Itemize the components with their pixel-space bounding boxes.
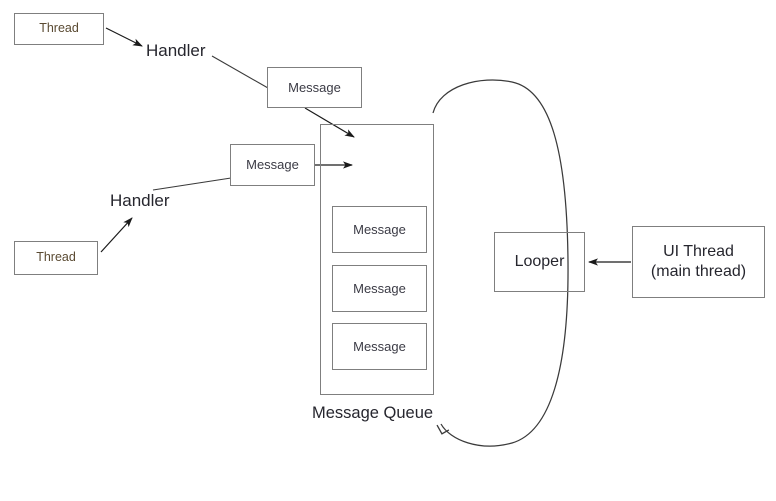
connector-thread-bottom-to-handler-bottom: [100, 217, 133, 253]
message-box-top-label: Message: [288, 79, 341, 95]
queue-message-item-1-label: Message: [353, 221, 406, 237]
message-box-mid-label: Message: [246, 157, 299, 173]
ui-thread-label-line1: UI Thread: [663, 243, 734, 261]
connector-handler-top-to-message-top: [211, 55, 269, 89]
message-queue-box[interactable]: Message Message Message: [320, 124, 434, 395]
ui-thread-label-line2: (main thread): [650, 263, 747, 280]
looper-box[interactable]: Looper: [494, 232, 585, 292]
connector-thread-top-to-handler-top: [105, 27, 143, 47]
thread-box-bottom[interactable]: Thread: [14, 241, 98, 275]
queue-message-item-2-label: Message: [353, 280, 406, 296]
thread-box-bottom-label: Thread: [36, 250, 76, 265]
queue-message-item-3[interactable]: Message: [332, 323, 427, 370]
queue-message-item-1[interactable]: Message: [332, 206, 427, 253]
message-box-mid[interactable]: Message: [230, 144, 315, 186]
thread-box-top[interactable]: Thread: [14, 13, 104, 45]
message-queue-caption: Message Queue: [312, 404, 434, 422]
handler-label-bottom: Handler: [110, 191, 170, 210]
ui-thread-box[interactable]: UI Thread (main thread): [632, 226, 765, 298]
thread-box-top-label: Thread: [39, 21, 79, 36]
message-box-top[interactable]: Message: [267, 67, 362, 108]
looper-box-label: Looper: [514, 253, 565, 271]
handler-label-top: Handler: [146, 41, 206, 60]
queue-message-item-3-label: Message: [353, 338, 406, 354]
connector-handler-bottom-to-message-mid: [152, 177, 232, 191]
queue-message-item-2[interactable]: Message: [332, 265, 427, 312]
